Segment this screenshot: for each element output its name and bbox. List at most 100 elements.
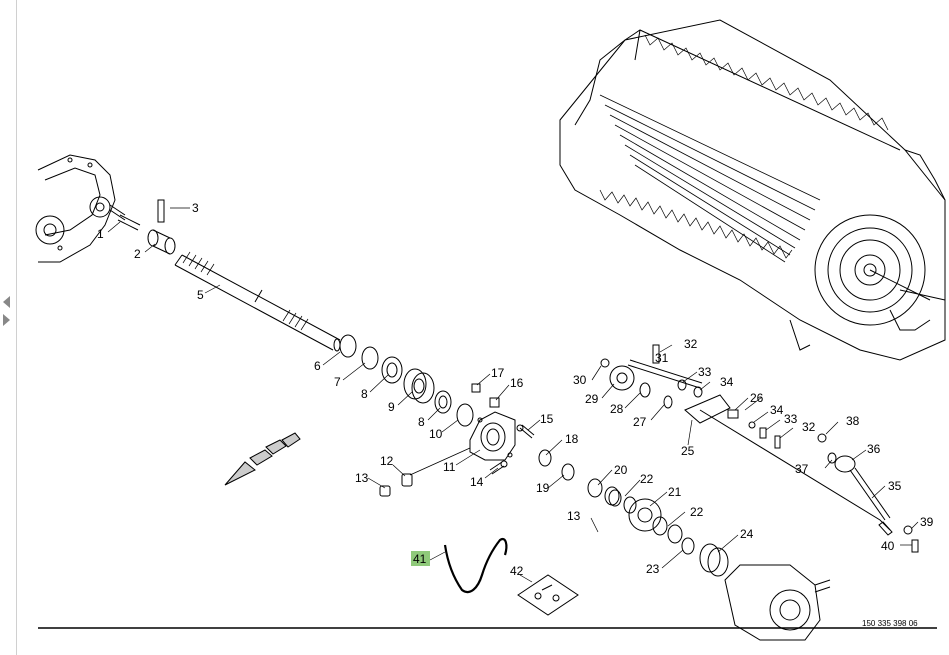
label-2[interactable]: 2 (134, 247, 141, 261)
part-18-ring (538, 449, 552, 467)
label-39[interactable]: 39 (920, 515, 934, 529)
next-arrow-icon[interactable] (3, 314, 10, 326)
part-20-bushing (587, 478, 620, 506)
part-7-ring (361, 346, 379, 370)
label-1[interactable]: 1 (97, 227, 104, 241)
label-20[interactable]: 20 (614, 463, 628, 477)
label-22b[interactable]: 22 (690, 505, 704, 519)
part-37-washer (827, 452, 837, 464)
part-8-washer (381, 356, 403, 384)
label-38[interactable]: 38 (846, 414, 860, 428)
part-2-sleeve (147, 229, 176, 255)
label-32b[interactable]: 32 (802, 420, 816, 434)
label-37[interactable]: 37 (795, 462, 809, 476)
part-10-ring (456, 403, 474, 427)
label-36[interactable]: 36 (867, 442, 881, 456)
lower-gearbox-illustration (724, 564, 831, 641)
reference-number: 150 335 398 06 (862, 619, 918, 628)
label-16[interactable]: 16 (510, 376, 524, 390)
label-25[interactable]: 25 (681, 444, 695, 458)
part-28-bushing (639, 382, 651, 398)
part-30-washer (600, 358, 610, 368)
label-23[interactable]: 23 (646, 562, 660, 576)
label-11[interactable]: 11 (443, 460, 456, 474)
main-shaft (174, 251, 341, 352)
label-33[interactable]: 33 (698, 365, 712, 379)
part-41-chain (443, 537, 508, 594)
label-8b[interactable]: 8 (418, 415, 425, 429)
label-31[interactable]: 31 (655, 351, 669, 365)
label-30[interactable]: 30 (573, 373, 587, 387)
part-42-kit (517, 574, 579, 616)
part-16-nut (489, 397, 500, 408)
part-36-spring-head (834, 455, 856, 473)
part-40-pin (911, 539, 919, 553)
part-38-washer (817, 433, 827, 443)
label-9[interactable]: 9 (388, 400, 395, 414)
part-21-sprocket (628, 498, 662, 532)
part-33-washer (677, 379, 687, 391)
part-12-nut (401, 473, 413, 487)
part-22-bushing (608, 489, 637, 514)
label-21[interactable]: 21 (668, 485, 682, 499)
label-41[interactable]: 41 (413, 552, 427, 566)
label-10[interactable]: 10 (429, 427, 443, 441)
label-12[interactable]: 12 (380, 454, 394, 468)
part-8-washer-2 (434, 390, 452, 414)
label-22[interactable]: 22 (640, 472, 654, 486)
part-14-bolt (489, 460, 508, 475)
label-24[interactable]: 24 (740, 527, 754, 541)
label-35[interactable]: 35 (888, 479, 902, 493)
label-7[interactable]: 7 (334, 375, 341, 389)
part-17-nut (471, 383, 481, 393)
label-27[interactable]: 27 (633, 415, 647, 429)
label-34[interactable]: 34 (720, 375, 734, 389)
label-13[interactable]: 13 (355, 471, 369, 485)
pickup-drum-illustration (559, 19, 946, 361)
part-24-coupling (699, 543, 729, 577)
gearbox-illustration (35, 154, 126, 263)
part-1-bolt (117, 214, 141, 231)
part-3-pin (157, 199, 165, 223)
previous-arrow-icon[interactable] (3, 296, 10, 308)
label-32[interactable]: 32 (684, 337, 698, 351)
part-34-ring-2 (748, 421, 756, 429)
part-34-ring (693, 386, 703, 398)
label-6[interactable]: 6 (314, 359, 321, 373)
label-5[interactable]: 5 (197, 288, 204, 302)
label-15[interactable]: 15 (540, 412, 554, 426)
label-18[interactable]: 18 (565, 432, 579, 446)
label-28[interactable]: 28 (610, 402, 624, 416)
part-27-ring (663, 395, 673, 409)
label-3[interactable]: 3 (192, 201, 199, 215)
viewer-frame-left (0, 0, 17, 655)
part-31-shaft (627, 359, 703, 389)
part-19-ring (561, 463, 575, 481)
label-13b[interactable]: 13 (567, 509, 581, 523)
part-6-ring (339, 334, 357, 358)
part-26-bushing (727, 409, 739, 419)
part-33-bolt (759, 427, 767, 439)
part-9-bearing (403, 368, 435, 404)
part-35-spring (849, 467, 891, 521)
label-17[interactable]: 17 (491, 366, 505, 380)
label-29[interactable]: 29 (585, 392, 599, 406)
label-8[interactable]: 8 (361, 387, 368, 401)
label-19[interactable]: 19 (536, 481, 550, 495)
part-22-bushing-2 (652, 516, 683, 544)
part-39-washer (903, 525, 913, 535)
label-33b[interactable]: 33 (784, 412, 798, 426)
direction-arrow-icon (224, 432, 301, 486)
label-42[interactable]: 42 (510, 564, 524, 578)
part-23-ring (681, 537, 695, 555)
label-34b[interactable]: 34 (770, 403, 784, 417)
part-29-sprocket (609, 365, 635, 391)
label-40[interactable]: 40 (881, 539, 895, 553)
part-11-bearing-housing (469, 411, 516, 461)
label-14[interactable]: 14 (470, 475, 484, 489)
highlight-box-41 (411, 551, 430, 566)
part-32-pin (652, 344, 660, 364)
part-13-bolt (379, 485, 391, 497)
label-26[interactable]: 26 (750, 391, 764, 405)
